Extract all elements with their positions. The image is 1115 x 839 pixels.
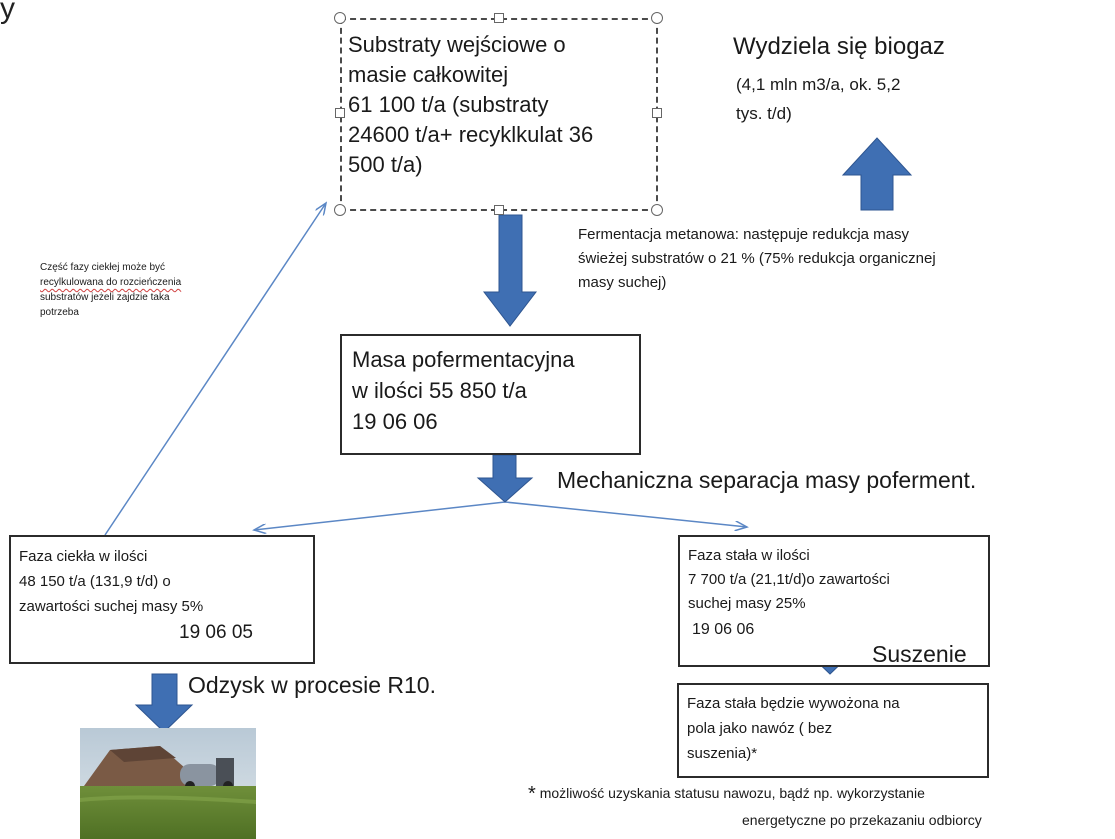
digestate-line-2: w ilości 55 850 t/a bbox=[352, 378, 527, 403]
recycle-line-4: potrzeba bbox=[40, 307, 79, 318]
liquid-waste-code: 19 06 05 bbox=[179, 622, 253, 643]
top-left-label: y bbox=[0, 0, 15, 25]
resize-handle-right[interactable] bbox=[652, 108, 662, 118]
recovery-label: Odzysk w procesie R10. bbox=[188, 672, 436, 698]
footnote-line-1: możliwość uzyskania statusu nawozu, bądź… bbox=[539, 785, 925, 801]
fermentation-line-3: masy suchej) bbox=[578, 274, 667, 291]
split-arrow-right bbox=[504, 501, 747, 527]
digestate-line-1: Masa pofermentacyjna bbox=[352, 347, 575, 372]
solid-line-2: 7 700 t/a (21,1t/d)o zawartości bbox=[688, 571, 890, 588]
input-line-3: 61 100 t/a (substraty bbox=[348, 92, 549, 117]
split-arrow-left bbox=[254, 501, 506, 530]
liquid-line-1: Faza ciekła w ilości bbox=[19, 548, 148, 565]
drying-label: Suszenie bbox=[872, 641, 967, 667]
fertilizer-box[interactable]: Faza stała będzie wywożona na pola jako … bbox=[677, 683, 989, 778]
resize-handle-top[interactable] bbox=[494, 13, 504, 23]
biogas-detail: (4,1 mln m3/a, ok. 5,2 tys. t/d) bbox=[736, 70, 900, 128]
liquid-line-2: 48 150 t/a (131,9 t/d) o bbox=[19, 573, 171, 590]
biogas-arrow-up bbox=[841, 137, 913, 211]
resize-handle-top-right[interactable] bbox=[651, 12, 663, 24]
footnote-star: * bbox=[528, 783, 536, 805]
input-line-2: masie całkowitej bbox=[348, 62, 509, 87]
biogas-detail-line-2: tys. t/d) bbox=[736, 104, 792, 123]
footnote-line-2-wrap: energetyczne po przekazaniu odbiorcy bbox=[742, 808, 982, 832]
fermentation-note: Fermentacja metanowa: następuje redukcja… bbox=[578, 223, 936, 295]
recycle-arrow bbox=[104, 203, 326, 536]
input-line-5: 500 t/a) bbox=[348, 152, 423, 177]
resize-handle-bottom-left[interactable] bbox=[334, 204, 346, 216]
resize-handle-bottom-right[interactable] bbox=[651, 204, 663, 216]
fertilizer-line-1: Faza stała będzie wywożona na bbox=[687, 695, 900, 712]
flow-arrow-down-1 bbox=[482, 214, 538, 327]
input-substrates-box[interactable]: Substraty wejściowe o masie całkowitej 6… bbox=[340, 18, 658, 211]
flow-arrow-down-2 bbox=[476, 454, 534, 503]
input-line-4: 24600 t/a+ recyklkulat 36 bbox=[348, 122, 594, 147]
farm-field-photo bbox=[80, 728, 256, 839]
resize-handle-left[interactable] bbox=[335, 108, 345, 118]
biogas-title: Wydziela się biogaz bbox=[733, 33, 945, 60]
footnote: * możliwość uzyskania statusu nawozu, bą… bbox=[528, 781, 925, 806]
solid-phase-box[interactable]: Faza stała w ilości 7 700 t/a (21,1t/d)o… bbox=[678, 535, 990, 667]
solid-line-3: suchej masy 25% bbox=[688, 595, 806, 612]
liquid-line-3: zawartości suchej masy 5% bbox=[19, 598, 204, 615]
fermentation-line-1: Fermentacja metanowa: następuje redukcja… bbox=[578, 226, 909, 243]
input-line-1: Substraty wejściowe o bbox=[348, 32, 566, 57]
fermentation-line-2: świeżej substratów o 21 % (75% redukcja … bbox=[578, 250, 936, 267]
resize-handle-bottom[interactable] bbox=[494, 205, 504, 215]
biogas-detail-line-1: (4,1 mln m3/a, ok. 5,2 bbox=[736, 75, 901, 94]
solid-waste-code: 19 06 06 bbox=[692, 621, 755, 638]
fertilizer-line-3: suszenia)* bbox=[687, 745, 758, 762]
footnote-line-2: energetyczne po przekazaniu odbiorcy bbox=[742, 812, 982, 828]
digestate-line-3: 19 06 06 bbox=[352, 409, 438, 434]
solid-line-1: Faza stała w ilości bbox=[688, 547, 810, 564]
resize-handle-top-left[interactable] bbox=[334, 12, 346, 24]
recycle-note: Część fazy ciekłej może być recylkulowan… bbox=[40, 260, 181, 320]
separation-label: Mechaniczna separacja masy poferment. bbox=[557, 467, 977, 493]
digestate-box[interactable]: Masa pofermentacyjna w ilości 55 850 t/a… bbox=[340, 334, 641, 455]
recovery-arrow-down bbox=[134, 673, 194, 733]
farm-field-image bbox=[80, 728, 256, 839]
fertilizer-line-2: pola jako nawóz ( bez bbox=[687, 720, 833, 737]
recycle-line-2: recylkulowana do rozcieńczenia bbox=[40, 277, 182, 288]
recycle-line-3: substratów jeżeli zajdzie taka bbox=[40, 292, 170, 303]
liquid-phase-box[interactable]: Faza ciekła w ilości 48 150 t/a (131,9 t… bbox=[9, 535, 315, 664]
recycle-line-1: Część fazy ciekłej może być bbox=[40, 262, 166, 273]
